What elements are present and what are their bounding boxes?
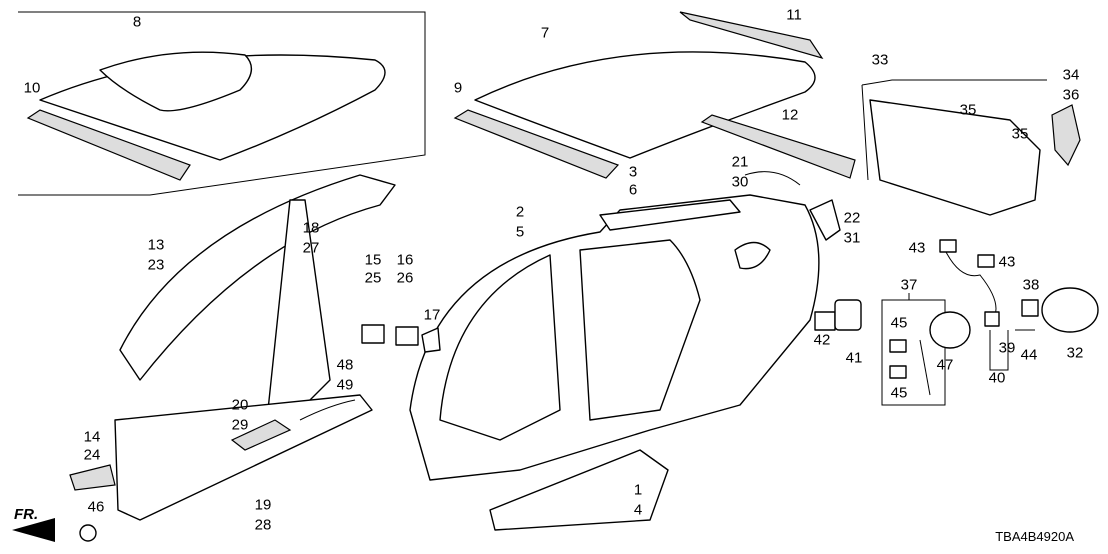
callout-24: 24: [83, 446, 101, 464]
a-pillar-inner-13: [119, 174, 396, 381]
callout-21: 21: [731, 153, 749, 171]
harness-48: [299, 399, 356, 421]
clip-43-left: [939, 239, 957, 253]
callout-5: 5: [515, 223, 525, 241]
callout-35: 35: [1011, 125, 1029, 143]
fuel-lid-opening-side: [734, 241, 771, 270]
callout-36: 36: [1062, 86, 1080, 104]
callout-44: 44: [1020, 346, 1038, 364]
callout-39: 39: [998, 339, 1016, 357]
fuel-lid-32: [1041, 287, 1099, 333]
fuel-housing-41: [834, 299, 862, 331]
clip-43-right: [977, 254, 995, 268]
callout-18: 18: [302, 219, 320, 237]
callout-37: 37: [900, 276, 918, 294]
callout-43: 43: [908, 239, 926, 257]
rear-door-opening: [579, 239, 701, 421]
side-sill-1: [489, 449, 669, 531]
rear-panel: [869, 99, 1041, 216]
rear-bracket-34: [1051, 104, 1081, 167]
callout-2: 2: [515, 203, 525, 221]
callout-19: 19: [254, 496, 272, 514]
callout-30: 30: [731, 173, 749, 191]
callout-23: 23: [147, 256, 165, 274]
clip-16: [395, 326, 419, 346]
callout-16: 16: [396, 251, 414, 269]
front-arrow-icon: [12, 518, 55, 542]
callout-25: 25: [364, 269, 382, 287]
diagram-code: TBA4B4920A: [995, 529, 1074, 544]
callout-45: 45: [890, 314, 908, 332]
callout-34: 34: [1062, 66, 1080, 84]
callout-49: 49: [336, 376, 354, 394]
front-door-opening: [439, 254, 561, 441]
sunroof-opening: [99, 51, 253, 112]
callout-10: 10: [23, 79, 41, 97]
callout-48: 48: [336, 356, 354, 374]
rear-panel-group-border: [861, 79, 1047, 181]
rear-roof-rail-12: [700, 114, 856, 179]
callout-4: 4: [633, 501, 643, 519]
callout-29: 29: [231, 416, 249, 434]
callout-13: 13: [147, 236, 165, 254]
spring-38: [1021, 299, 1039, 317]
front-direction-label: FR.: [14, 506, 39, 523]
seal-42: [814, 311, 836, 331]
bracket-39-40: [989, 330, 1009, 371]
sunroof-group-border: [18, 11, 426, 196]
callout-26: 26: [396, 269, 414, 287]
roof-molding-11: [679, 11, 824, 60]
callout-1: 1: [633, 481, 643, 499]
callout-32: 32: [1066, 344, 1084, 362]
callout-7: 7: [540, 24, 550, 42]
fuel-housing-group-border: [881, 293, 946, 406]
callout-8: 8: [132, 13, 142, 31]
bracket-17: [421, 327, 441, 353]
callout-42: 42: [813, 331, 831, 349]
callout-11: 11: [786, 6, 802, 24]
callout-22: 22: [843, 209, 861, 227]
callout-12: 12: [781, 106, 799, 124]
callout-33: 33: [871, 51, 889, 69]
clip-45-upper: [889, 339, 907, 353]
callout-3: 3: [628, 163, 638, 181]
callout-6: 6: [628, 181, 638, 199]
roof-panel: [474, 51, 816, 159]
clip-15: [361, 324, 385, 344]
wire-21: [744, 171, 801, 186]
drain-tube-47: [919, 339, 931, 396]
callout-15: 15: [364, 251, 382, 269]
bolt-46: [79, 524, 97, 542]
front-roof-rail-10: [26, 109, 191, 181]
inner-sill-19: [114, 394, 373, 521]
callout-31: 31: [843, 229, 861, 247]
callout-14: 14: [83, 428, 101, 446]
callout-20: 20: [231, 396, 249, 414]
callout-41: 41: [845, 349, 863, 367]
callout-35: 35: [959, 101, 977, 119]
callout-46: 46: [87, 498, 105, 516]
gusset-14: [69, 464, 116, 491]
callout-28: 28: [254, 516, 272, 534]
callout-27: 27: [302, 239, 320, 257]
roof-side-rail-3: [599, 199, 741, 231]
callout-38: 38: [1022, 276, 1040, 294]
callout-45: 45: [890, 384, 908, 402]
clip-45-lower: [889, 365, 907, 379]
callout-17: 17: [423, 306, 441, 324]
callout-47: 47: [936, 356, 954, 374]
bracket-22: [809, 199, 841, 241]
actuator-39: [984, 311, 1000, 327]
fuel-housing-37: [929, 311, 971, 349]
callout-9: 9: [453, 79, 463, 97]
callout-43: 43: [998, 253, 1016, 271]
front-roof-rail-9: [453, 109, 620, 179]
sill-patch-20: [230, 419, 292, 451]
callout-40: 40: [988, 369, 1006, 387]
opener-cable: [944, 249, 997, 316]
